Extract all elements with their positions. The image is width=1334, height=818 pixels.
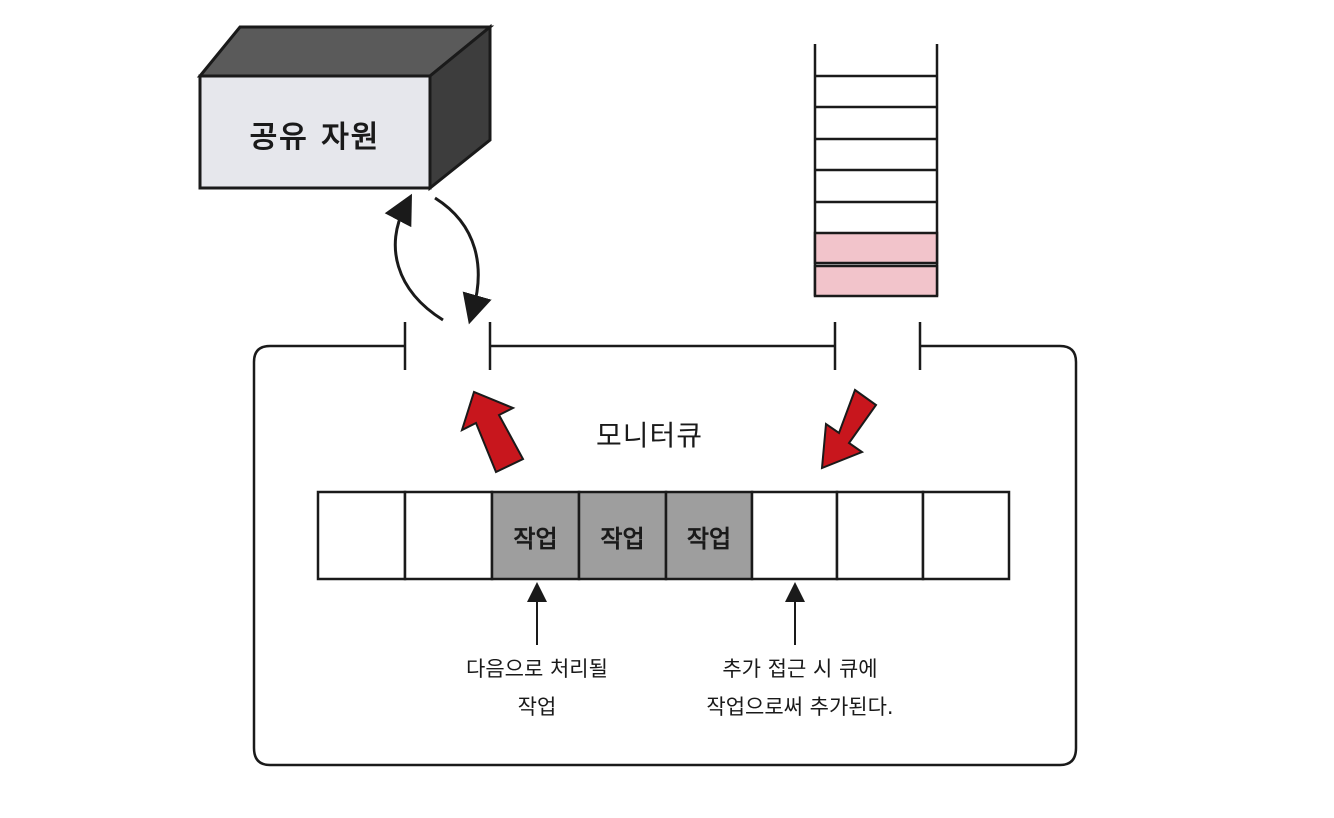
queue-slot [835, 490, 925, 581]
curved-arrow-down [434, 196, 492, 325]
queue [316, 490, 1011, 581]
queue-slot [316, 490, 407, 581]
next-job-note-line2: 작업 [517, 695, 557, 719]
job-label: 작업 [686, 525, 732, 553]
queue-slot [403, 490, 494, 581]
exit-red-arrow [460, 390, 525, 474]
add-job-note: 추가 접근 시 큐에 작업으로써 추가된다. [675, 650, 925, 726]
job-label: 작업 [600, 525, 645, 553]
shared-resource-label: 공유 자원 [249, 120, 381, 155]
shared-resource-box [196, 23, 495, 192]
next-job-note: 다음으로 처리될 작업 [427, 650, 647, 726]
queue-slot [750, 490, 839, 581]
add-job-note-line2: 작업으로써 추가된다. [706, 695, 894, 719]
monitor-container [252, 322, 1078, 767]
queue-slot [577, 490, 668, 581]
curved-arrow-up [384, 193, 444, 322]
monitor-queue-title: 모니터큐 [596, 419, 704, 452]
queue-slot [921, 490, 1011, 581]
job-label: 작업 [513, 525, 558, 553]
waiting-stack [813, 44, 939, 298]
next-job-note-line1: 다음으로 처리될 [466, 657, 608, 681]
enter-red-arrow [820, 388, 878, 470]
add-job-note-line1: 추가 접근 시 큐에 [722, 657, 878, 681]
